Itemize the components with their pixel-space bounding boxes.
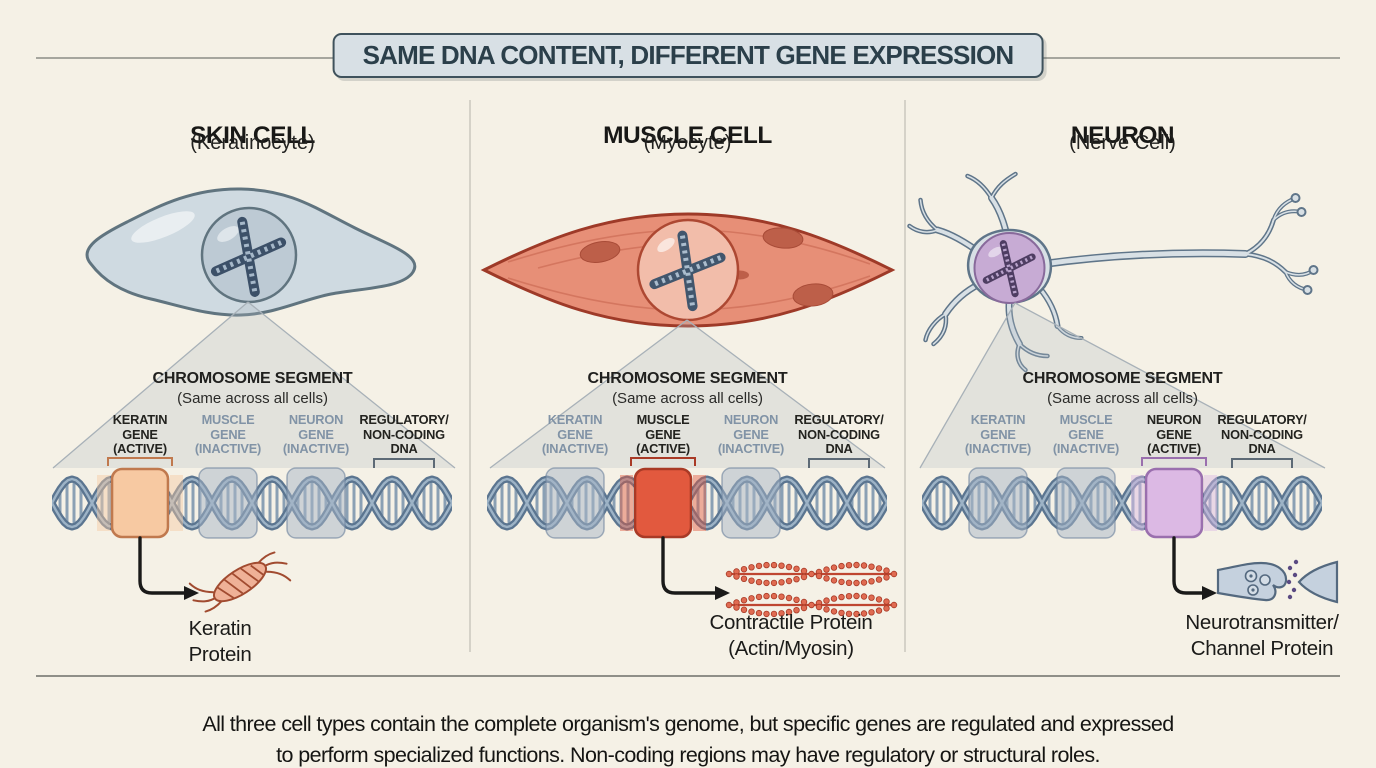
- protein-label: Neurotransmitter/ Channel Protein: [1185, 611, 1339, 660]
- skin-cell-illustration: [63, 172, 443, 332]
- gene-label-regulatory: REGULATORY/ NON-CODING DNA: [1217, 412, 1307, 457]
- column-divider: [469, 100, 471, 652]
- column-divider: [904, 100, 906, 652]
- gene-label-muscle: MUSCLE GENE (ACTIVE): [636, 412, 690, 457]
- segment-title: CHROMOSOME SEGMENT: [1022, 370, 1223, 387]
- gene-label-neuron: NEURON GENE (ACTIVE): [1146, 412, 1202, 457]
- chromosome-icon: [210, 216, 286, 297]
- actin-myosin-protein-icon: [723, 558, 903, 627]
- gene-label-neuron: NEURON GENE (INACTIVE): [282, 412, 350, 457]
- zoom-funnel: [919, 302, 1326, 469]
- segment-title: CHROMOSOME SEGMENT: [152, 370, 353, 387]
- page-title: SAME DNA CONTENT, DIFFERENT GENE EXPRESS…: [332, 33, 1044, 78]
- column-subtitle: (Keratinocyte): [190, 132, 315, 154]
- column-title: NEURON: [1070, 122, 1175, 150]
- keratin-protein-icon: [185, 540, 295, 630]
- gene-label-muscle: MUSCLE GENE (INACTIVE): [1052, 412, 1120, 457]
- gene-label-regulatory: REGULATORY/ NON-CODING DNA: [794, 412, 884, 457]
- column-muscle-cell: MUSCLE CELL (Myocyte): [470, 100, 905, 660]
- gene-label-neuron: NEURON GENE (INACTIVE): [717, 412, 785, 457]
- protein-label: Keratin Protein: [188, 617, 252, 666]
- column-neuron: NEURON (Nerve Cell): [905, 100, 1340, 660]
- gene-label-regulatory: REGULATORY/ NON-CODING DNA: [359, 412, 449, 457]
- segment-subtitle: (Same across all cells): [1047, 390, 1198, 407]
- zoom-funnel: [52, 301, 456, 469]
- segment-subtitle: (Same across all cells): [612, 390, 763, 407]
- zoom-funnel: [489, 319, 886, 469]
- column-skin-cell: SKIN CELL (Keratinocyte) CHROMOSOME SEGM…: [35, 100, 470, 666]
- protein-label: Contractile Protein (Actin/Myosin): [709, 611, 873, 660]
- column-title: MUSCLE CELL: [603, 122, 772, 150]
- column-subtitle: (Myocyte): [643, 132, 732, 154]
- gene-label-keratin: KERATIN GENE (INACTIVE): [964, 412, 1032, 457]
- bottom-caption: All three cell types contain the complet…: [202, 711, 1174, 767]
- neuron-illustration: [905, 168, 1340, 378]
- chromosome-icon: [648, 230, 726, 312]
- column-subtitle: (Nerve Cell): [1069, 132, 1176, 154]
- chromosome-icon: [982, 240, 1036, 298]
- dna-helix: [487, 457, 887, 600]
- gene-label-keratin: KERATIN GENE (ACTIVE): [112, 412, 168, 457]
- gene-label-keratin: KERATIN GENE (INACTIVE): [541, 412, 609, 457]
- caption-divider-line: [36, 675, 1340, 677]
- dna-helix: [922, 457, 1322, 600]
- muscle-cell-illustration: [478, 200, 898, 345]
- gene-label-muscle: MUSCLE GENE (INACTIVE): [194, 412, 262, 457]
- dna-helix: [52, 457, 452, 600]
- segment-subtitle: (Same across all cells): [177, 390, 328, 407]
- synapse-protein-icon: [1215, 540, 1340, 630]
- segment-title: CHROMOSOME SEGMENT: [587, 370, 788, 387]
- column-title: SKIN CELL: [190, 122, 315, 150]
